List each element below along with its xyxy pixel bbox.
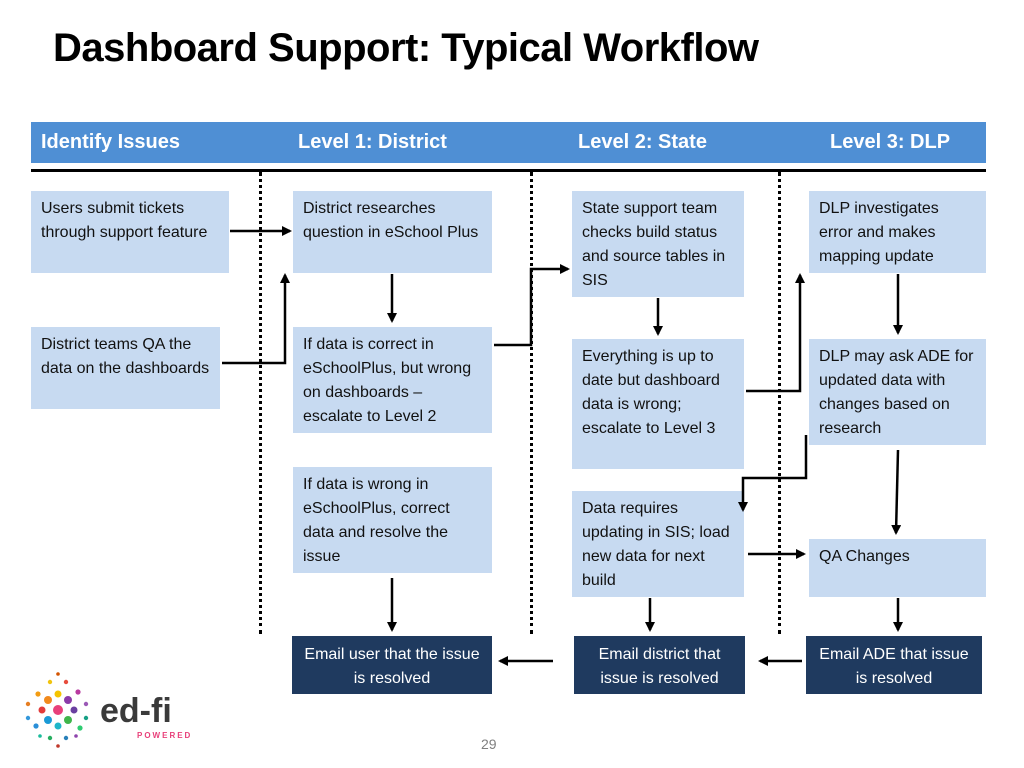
header-underline (31, 169, 986, 172)
box-dlp-ask-ade: DLP may ask ADE for updated data with ch… (809, 339, 986, 445)
column-header-level1: Level 1: District (298, 131, 447, 153)
column-divider-1 (259, 172, 262, 634)
arrow-escalate-level3 (746, 273, 805, 393)
column-header-level3: Level 3: DLP (830, 131, 951, 153)
box-dlp-investigates: DLP investigates error and makes mapping… (809, 191, 986, 273)
box-data-wrong-resolve: If data is wrong in eSchoolPlus, correct… (293, 467, 492, 573)
box-data-correct-escalate: If data is correct in eSchoolPlus, but w… (293, 327, 492, 433)
box-data-requires-updating: Data requires updating in SIS; load new … (572, 491, 744, 597)
arrow-ade-to-sis (738, 435, 808, 512)
box-qa-changes: QA Changes (809, 539, 986, 597)
box-district-researches: District researches question in eSchool … (293, 191, 492, 273)
box-email-user: Email user that the issue is resolved (292, 636, 492, 694)
column-divider-2 (530, 172, 533, 634)
page-title: Dashboard Support: Typical Workflow (53, 26, 759, 70)
column-header-level2: Level 2: State (578, 131, 707, 153)
logo-burst-icon (25, 672, 89, 748)
ed-fi-logo: ed-fi POWERED (25, 672, 192, 748)
box-users-submit-tickets: Users submit tickets through support fea… (31, 191, 229, 273)
arrow-qa-to-district (222, 273, 290, 365)
column-header-identify: Identify Issues (41, 131, 180, 153)
logo-tagline: POWERED (137, 731, 192, 740)
logo-wordmark: ed-fi (100, 692, 172, 730)
arrow-ade-to-qa (891, 449, 902, 535)
box-email-ade: Email ADE that issue is resolved (806, 636, 982, 694)
page-number: 29 (481, 736, 497, 752)
box-district-teams-qa: District teams QA the data on the dashbo… (31, 327, 220, 409)
box-email-district: Email district that issue is resolved (574, 636, 745, 694)
box-state-support-checks: State support team checks build status a… (572, 191, 744, 297)
arrow-escalate-level2 (494, 264, 570, 347)
column-divider-3 (778, 172, 781, 634)
column-header-bar (31, 122, 986, 163)
box-up-to-date-escalate: Everything is up to date but dashboard d… (572, 339, 744, 469)
